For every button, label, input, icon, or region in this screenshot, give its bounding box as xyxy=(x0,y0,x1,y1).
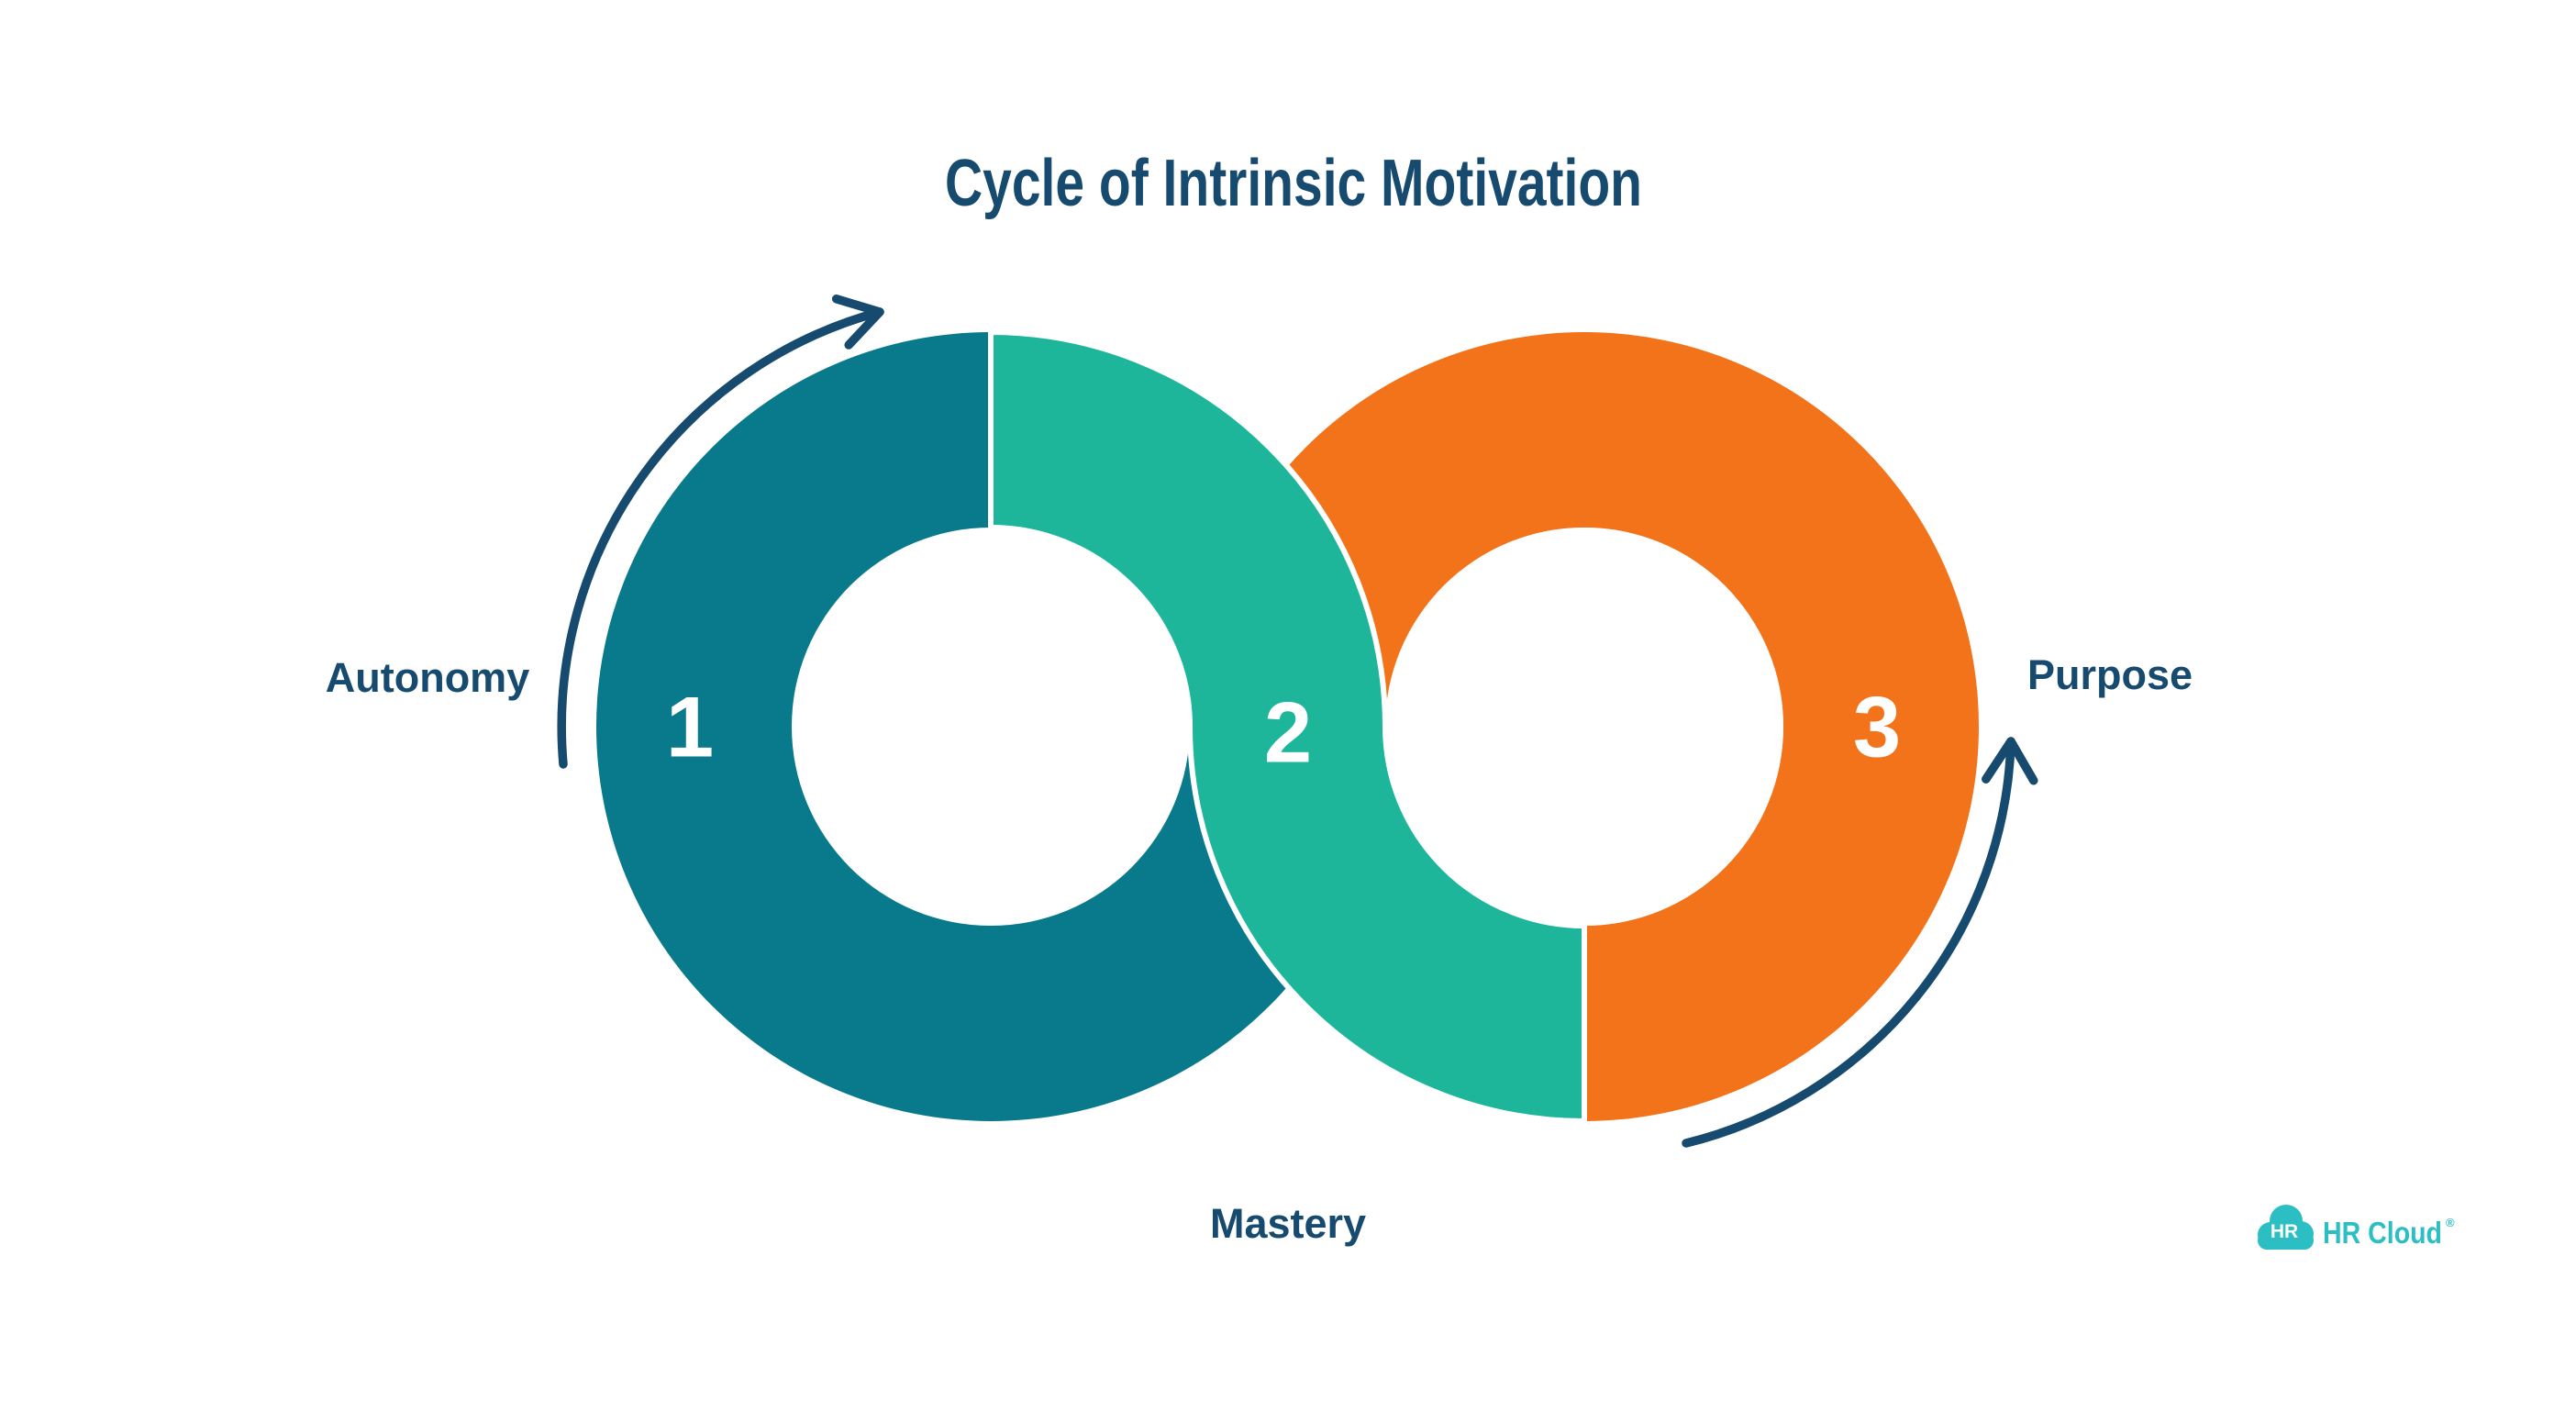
cycle-arrow-bottom-right xyxy=(1682,737,2038,1148)
logo-wordmark: HR Cloud xyxy=(2323,1216,2442,1250)
hr-cloud-logo: HR HR Cloud ® xyxy=(2258,1205,2455,1250)
step-3-number: 3 xyxy=(1853,679,1901,775)
cycle-arrow-top-left xyxy=(557,295,884,769)
infinity-loop-diagram: 1 2 3 Autonomy Mastery Purpose xyxy=(326,295,2193,1247)
logo-badge-text: HR xyxy=(2271,1221,2298,1242)
autonomy-label: Autonomy xyxy=(326,654,529,701)
mastery-label: Mastery xyxy=(1210,1200,1366,1247)
cloud-icon xyxy=(2258,1205,2314,1250)
purpose-label: Purpose xyxy=(2027,651,2193,698)
registered-trademark-mark: ® xyxy=(2446,1216,2455,1229)
left-ring-hole xyxy=(792,528,1190,926)
step-2-number: 2 xyxy=(1264,684,1312,781)
right-ring-hole xyxy=(1385,528,1783,926)
step-1-number: 1 xyxy=(666,679,714,775)
ribbon-mastery-green xyxy=(988,329,1587,1124)
page-title: Cycle of Intrinsic Motivation xyxy=(945,147,1642,220)
